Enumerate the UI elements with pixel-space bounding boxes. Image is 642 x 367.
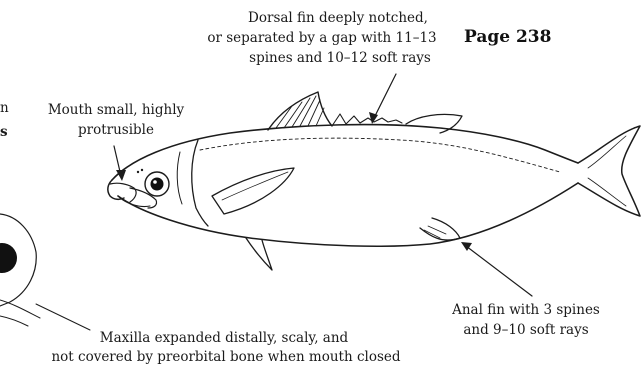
anal-leader-line [466,246,532,296]
maxilla-leader-line [36,304,90,330]
dorsal-leader-line [374,74,396,118]
annotation-anal: Anal fin with 3 spines and 9–10 soft ray… [451,302,600,338]
anal-label-line1: Anal fin with 3 spines [451,302,600,318]
dorsal-label-line3: spines and 10–12 soft rays [249,50,431,66]
mouth-label-line2: protrusible [78,122,154,138]
pelvic-fin [246,238,272,270]
fish-pupil [151,178,164,191]
annotation-maxilla: Maxilla expanded distally, scaly, and no… [51,330,400,365]
dorsal-label-line2: or separated by a gap with 11–13 [207,30,436,46]
anal-label-line2: and 9–10 soft rays [463,322,588,338]
page-label: Page 238 [464,27,551,47]
partial-text-line2: s [0,124,8,140]
partial-text-line1: n [0,100,9,116]
annotation-mouth: Mouth small, highly protrusible [48,102,185,138]
dorsal-label-line1: Dorsal fin deeply notched, [248,10,428,26]
fish-body [112,125,640,247]
left-inset-eye-detail [0,214,40,326]
annotation-dorsal: Dorsal fin deeply notched, or separated … [207,10,436,66]
pectoral-fin [212,168,294,214]
maxilla-label-line1: Maxilla expanded distally, scaly, and [100,330,349,346]
anal-fin [420,218,460,240]
inset-eye-pupil [0,243,17,273]
mouth-label-line1: Mouth small, highly [48,102,185,118]
maxilla-label-line2: not covered by preorbital bone when mout… [51,349,400,365]
